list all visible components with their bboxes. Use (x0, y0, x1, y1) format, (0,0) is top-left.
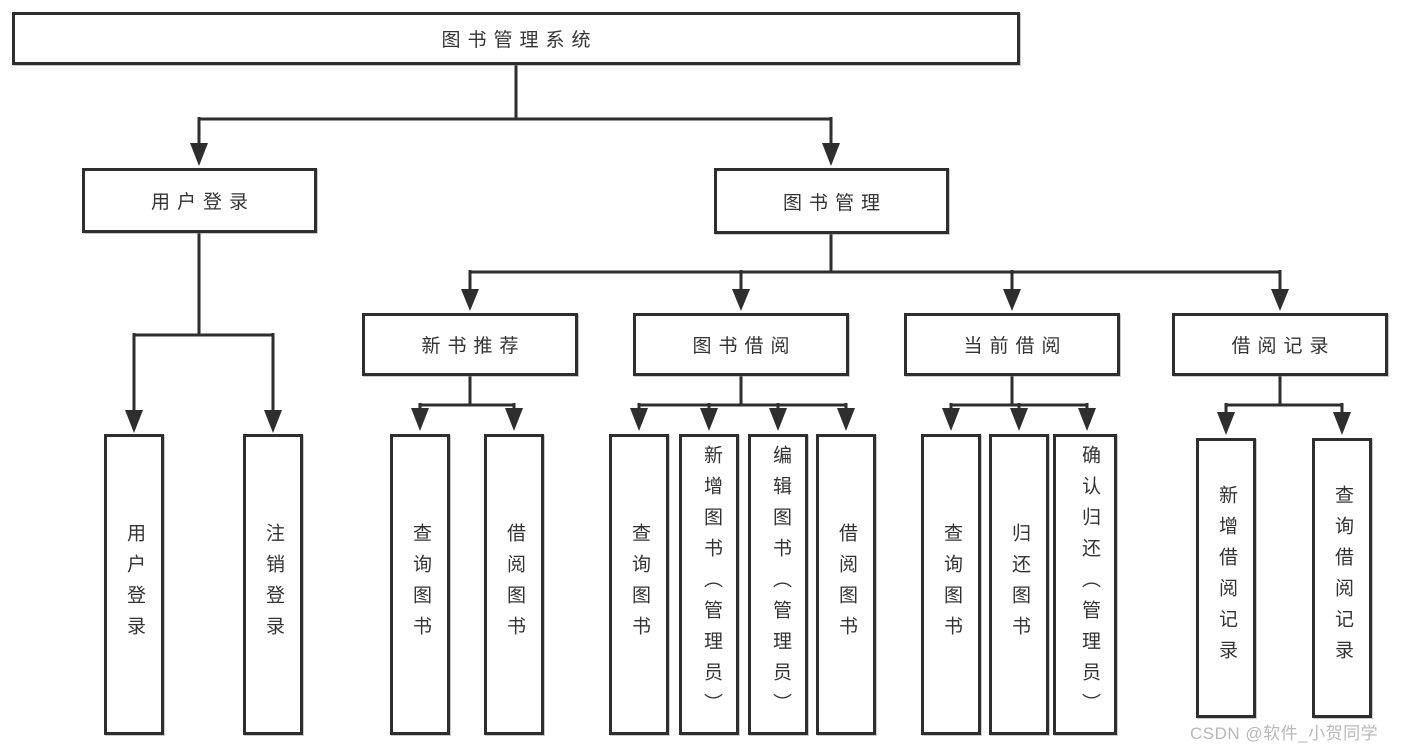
leaf-confirm-return-admin: 确认归还（管理员） (1053, 434, 1117, 735)
leaf-user-login: 用户登录 (104, 434, 164, 735)
leaf-borrow-books-recommend: 借阅图书 (484, 434, 544, 735)
connector-stems (132, 65, 1344, 413)
node-book-management: 图书管理 (714, 168, 949, 234)
leaf-query-books-borrow: 查询图书 (609, 434, 669, 735)
node-current-borrowing: 当前借阅 (904, 313, 1120, 376)
node-user-login: 用户登录 (82, 168, 317, 233)
leaf-add-borrow-record: 新增借阅记录 (1196, 438, 1256, 718)
leaf-return-book: 归还图书 (989, 434, 1049, 735)
csdn-watermark: CSDN @软件_小贺同学 (1190, 724, 1379, 743)
leaf-logout: 注销登录 (243, 434, 303, 735)
node-borrowing-records: 借阅记录 (1172, 313, 1388, 376)
leaf-query-books-recommend: 查询图书 (390, 434, 450, 735)
leaf-borrow-books: 借阅图书 (816, 434, 876, 735)
leaf-add-book-admin: 新增图书（管理员） (679, 434, 739, 735)
leaf-edit-book-admin: 编辑图书（管理员） (748, 434, 808, 735)
node-new-book-recommendation: 新书推荐 (362, 313, 578, 376)
leaf-query-books-current: 查询图书 (921, 434, 981, 735)
node-library-management-system: 图书管理系统 (12, 12, 1020, 65)
leaf-query-borrow-record: 查询借阅记录 (1312, 438, 1372, 718)
node-book-borrowing: 图书借阅 (633, 313, 849, 376)
arrowheads (125, 143, 1351, 435)
